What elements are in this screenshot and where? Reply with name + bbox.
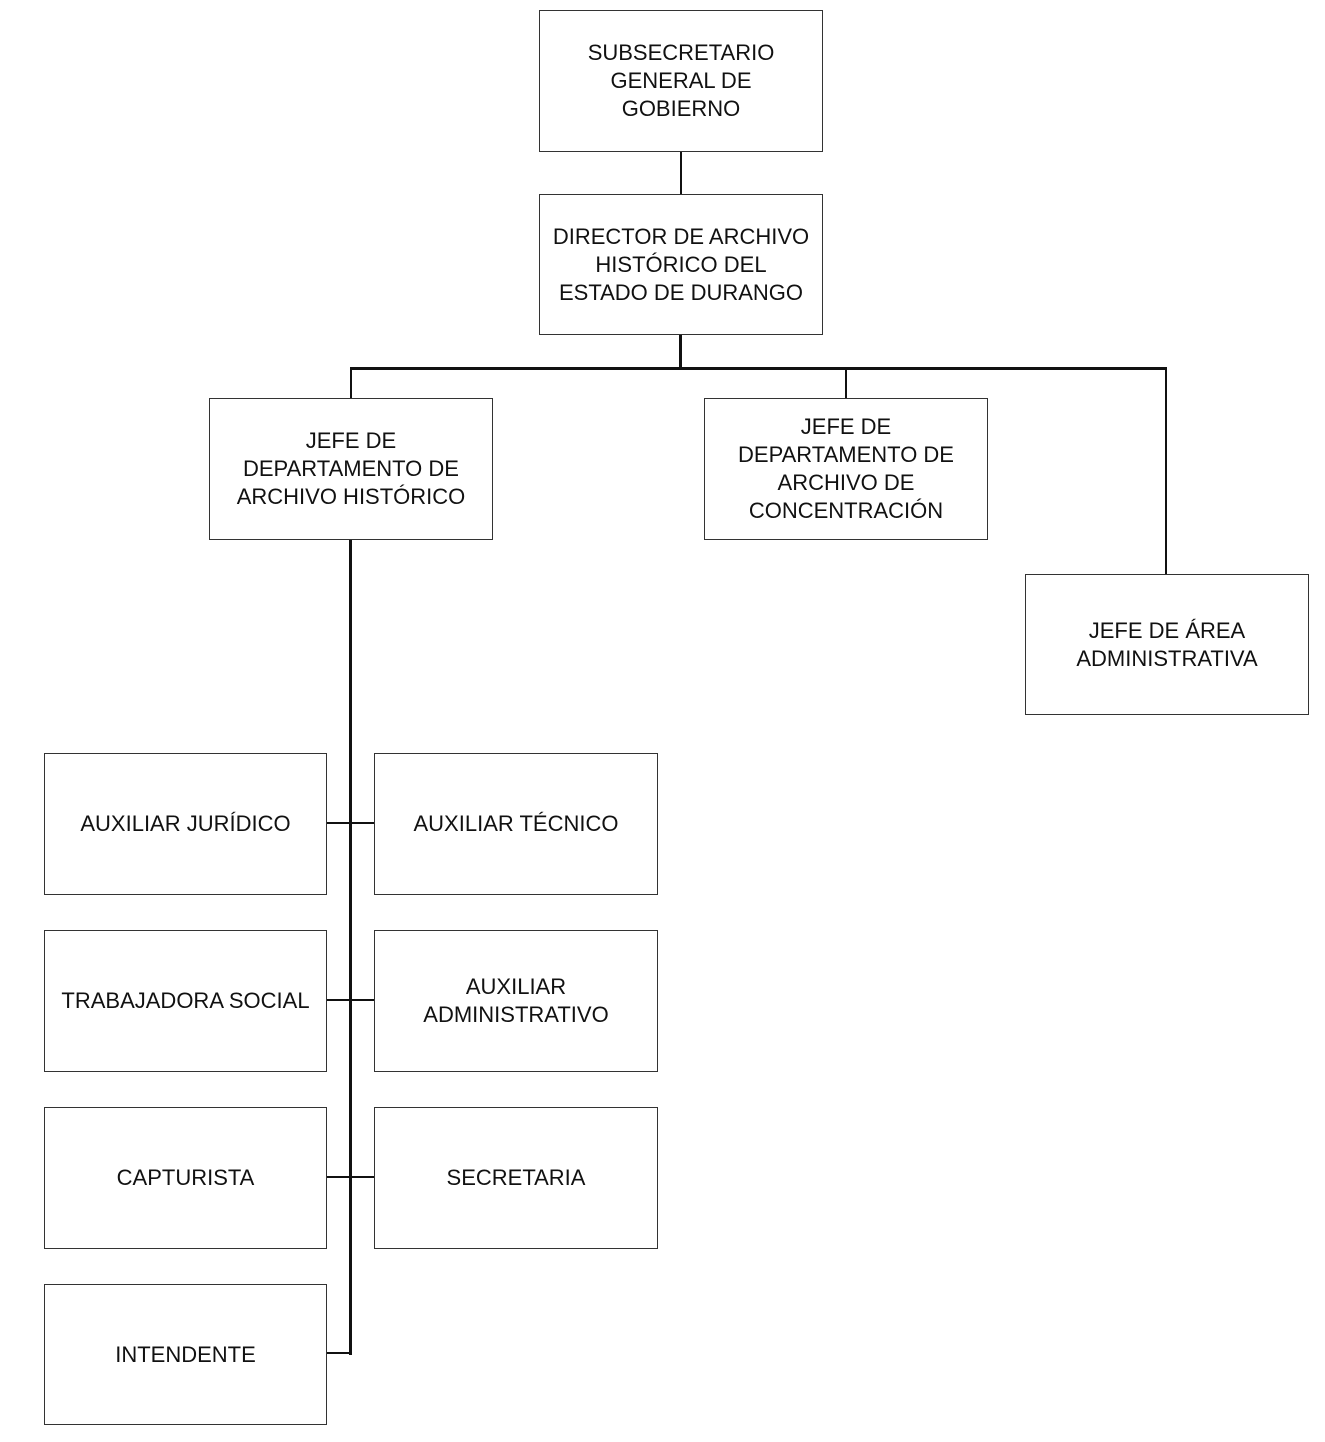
node-subsecretario: SUBSECRETARIO GENERAL DE GOBIERNO: [539, 10, 823, 152]
connector-bus-historico: [350, 368, 352, 398]
node-secretaria: SECRETARIA: [374, 1107, 658, 1249]
connector-staff-row-4: [326, 1352, 351, 1354]
connector-staff-row-1: [326, 822, 374, 824]
node-director: DIRECTOR DE ARCHIVO HISTÓRICO DEL ESTADO…: [539, 194, 823, 335]
connector-department-bus: [350, 367, 1167, 370]
node-jefe-archivo-concentracion: JEFE DE DEPARTAMENTO DE ARCHIVO DE CONCE…: [704, 398, 988, 540]
connector-bus-concentracion: [845, 368, 847, 398]
connector-root-director: [680, 151, 682, 194]
connector-bus-administrativa: [1165, 368, 1167, 574]
connector-staff-row-3: [326, 1176, 374, 1178]
connector-staff-row-2: [326, 999, 374, 1001]
connector-staff-trunk: [349, 539, 352, 1355]
node-auxiliar-juridico: AUXILIAR JURÍDICO: [44, 753, 327, 895]
connector-director-bus: [679, 334, 682, 369]
node-jefe-area-administrativa: JEFE DE ÁREA ADMINISTRATIVA: [1025, 574, 1309, 715]
node-auxiliar-tecnico: AUXILIAR TÉCNICO: [374, 753, 658, 895]
node-capturista: CAPTURISTA: [44, 1107, 327, 1249]
node-intendente: INTENDENTE: [44, 1284, 327, 1425]
node-trabajadora-social: TRABAJADORA SOCIAL: [44, 930, 327, 1072]
node-auxiliar-administrativo: AUXILIAR ADMINISTRATIVO: [374, 930, 658, 1072]
node-jefe-archivo-historico: JEFE DE DEPARTAMENTO DE ARCHIVO HISTÓRIC…: [209, 398, 493, 540]
